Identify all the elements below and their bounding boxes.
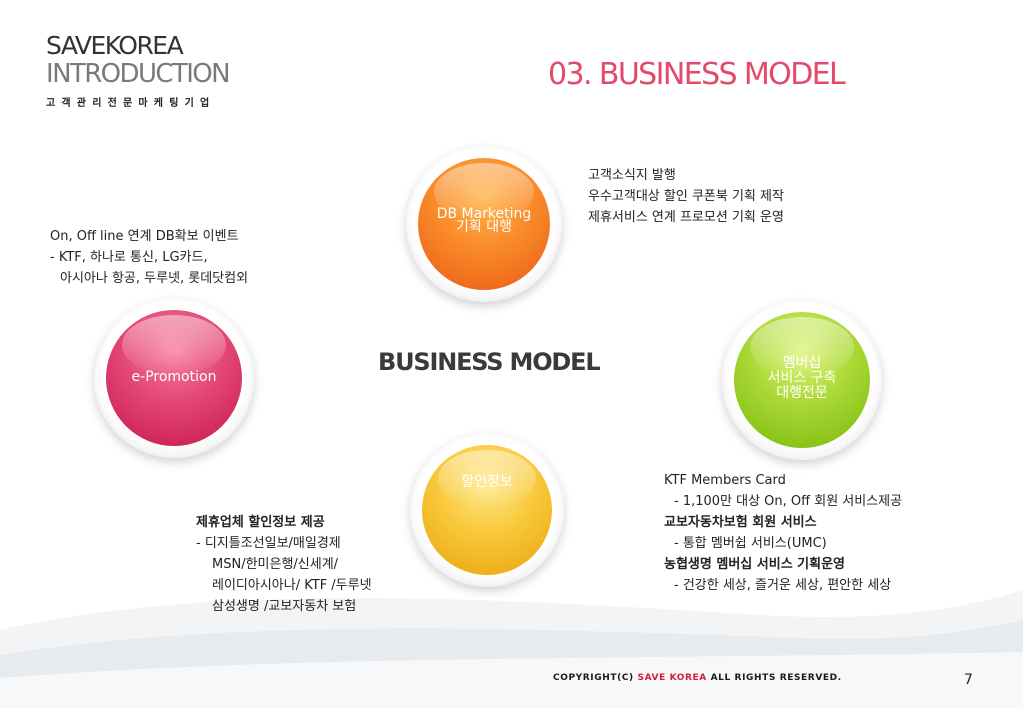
e-promotion-label: e-Promotion: [131, 368, 217, 385]
bottom-wave-decoration: [0, 590, 1023, 708]
db-marketing-description: 고객소식지 발행 우수고객대상 할인 쿠폰북 기획 제작 제휴서비스 연계 프로…: [588, 165, 784, 228]
dc-desc-line3: MSN/한미은행/신세계/: [212, 557, 339, 572]
mb-desc-line4: - 통합 멤버쉽 서비스(UMC): [674, 536, 827, 551]
db-marketing-line2: 기획 대행: [456, 219, 512, 235]
ep-desc-line2: - KTF, 하나로 통신, LG카드,: [50, 250, 208, 265]
company-logo: SAVEKOREA INTRODUCTION 고객관리전문마케팅기업: [46, 31, 231, 110]
db-desc-line2: 우수고객대상 할인 쿠폰북 기획 제작: [588, 189, 784, 204]
ep-desc-line3: 아시아나 항공, 두루넷, 롯데닷컴외: [60, 271, 249, 286]
copyright-prefix: COPYRIGHT(C): [553, 673, 634, 683]
discount-info-description: 제휴업체 할인정보 제공 - 디지틀조선일보/매일경제 MSN/한미은행/신세계…: [196, 512, 372, 617]
db-desc-line3: 제휴서비스 연계 프로모션 기획 운영: [588, 210, 784, 225]
slide-title: 03. BUSINESS MODEL: [548, 57, 846, 92]
dc-desc-line1: 제휴업체 할인정보 제공: [196, 515, 325, 530]
dc-desc-line2: - 디지틀조선일보/매일경제: [196, 536, 341, 551]
mb-desc-line5: 농협생명 멤버십 서비스 기획운영: [664, 557, 846, 572]
dc-desc-line4: 레이디아시아나/ KTF /두루넷: [212, 578, 372, 593]
mb-desc-line3: 교보자동차보험 회원 서비스: [664, 515, 817, 530]
logo-tagline: 고객관리전문마케팅기업: [46, 98, 216, 109]
membership-description: KTF Members Card - 1,100만 대상 On, Off 회원 …: [664, 470, 902, 596]
db-marketing-line1: DB Marketing: [436, 206, 532, 222]
discount-info-label: 할인정보: [461, 473, 513, 490]
db-desc-line1: 고객소식지 발행: [588, 168, 676, 183]
ep-desc-line1: On, Off line 연계 DB확보 이벤트: [50, 229, 239, 244]
dc-desc-line5: 삼성생명 /교보자동차 보험: [212, 599, 357, 614]
membership-line1: 멤버십: [782, 354, 822, 371]
discount-info-circle: 할인정보: [422, 445, 552, 575]
logo-line1: SAVEKOREA: [46, 31, 184, 60]
copyright-notice: COPYRIGHT(C) SAVE KOREA ALL RIGHTS RESER…: [553, 673, 842, 683]
e-promotion-circle: e-Promotion: [106, 310, 242, 446]
membership-line2: 서비스 구축: [767, 369, 837, 386]
mb-desc-line1: KTF Members Card: [664, 473, 786, 488]
copyright-brand: SAVE KOREA: [637, 673, 707, 683]
membership-line3: 대행전문: [776, 384, 828, 401]
db-marketing-circle: DB Marketing 기획 대행: [418, 158, 550, 290]
mb-desc-line6: - 건강한 세상, 즐거운 세상, 편안한 세상: [674, 578, 892, 593]
page-number: 7: [964, 672, 973, 688]
mb-desc-line2: - 1,100만 대상 On, Off 회원 서비스제공: [674, 494, 903, 509]
logo-line2: INTRODUCTION: [46, 59, 231, 89]
center-title: BUSINESS MODEL: [378, 348, 601, 376]
e-promotion-description: On, Off line 연계 DB확보 이벤트 - KTF, 하나로 통신, …: [50, 226, 248, 289]
copyright-suffix: ALL RIGHTS RESERVED.: [710, 673, 842, 683]
membership-circle: 멤버십 서비스 구축 대행전문: [734, 312, 870, 448]
